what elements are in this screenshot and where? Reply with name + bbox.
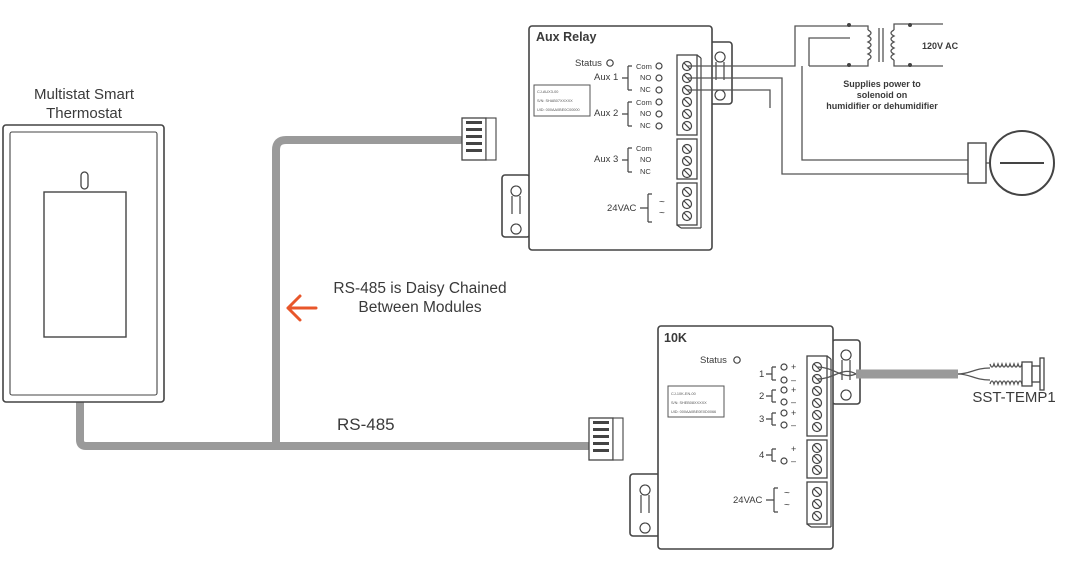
tenk-input-4-minus: – xyxy=(791,456,796,466)
transformer-icon xyxy=(809,23,943,67)
tenk-input-3-label: 3 xyxy=(759,414,764,425)
aux-relay-rs485-connector xyxy=(461,117,497,161)
aux3-no-label: NO xyxy=(640,155,651,164)
thermostat-screen xyxy=(43,191,127,338)
annotation-line2: Between Modules xyxy=(358,299,481,316)
tenk-input-3-minus: – xyxy=(791,420,796,430)
tenk-input-4-label: 4 xyxy=(759,450,764,461)
aux3-com-label: Com xyxy=(636,144,652,153)
tenk-input-4-plus: + xyxy=(791,444,796,454)
aux-relay-24vac-label: 24VAC xyxy=(607,203,637,214)
aux1-nc-label: NC xyxy=(640,85,651,94)
aux-relay-tilde-1: ~ xyxy=(659,197,665,208)
tenk-mount-tab-bottom xyxy=(629,473,661,537)
power-note-line2: solenoid on xyxy=(857,90,908,100)
aux-relay-label-sticker xyxy=(533,84,591,117)
aux2-nc-label: NC xyxy=(640,121,651,130)
annotation-arrow-icon xyxy=(286,294,318,322)
sensor-wiring: SST-TEMP1 xyxy=(816,357,1056,406)
sensor-label: SST-TEMP1 xyxy=(972,389,1055,406)
aux-relay-sticker-line1: CJ-AUX3-00 xyxy=(537,90,558,94)
aux-relay-title: Aux Relay xyxy=(536,30,596,44)
tenk-tilde-1: ~ xyxy=(784,488,790,499)
aux-relay-tilde-2: ~ xyxy=(659,208,665,219)
tenk-status-led xyxy=(733,356,741,364)
thermostat-indicator xyxy=(80,171,89,190)
relay-output-wiring: 120V AC Supplies power to solenoid on hu… xyxy=(687,23,1055,196)
tenk-tilde-2: ~ xyxy=(784,500,790,511)
aux-relay-status-led xyxy=(606,59,614,67)
aux1-label: Aux 1 xyxy=(594,72,618,83)
aux3-label: Aux 3 xyxy=(594,154,618,165)
aux2-com-label: Com xyxy=(636,98,652,107)
tenk-sticker-line1: CJ-10K-EN-00 xyxy=(671,392,696,396)
tenk-status-label: Status xyxy=(700,355,727,366)
aux2-no-label: NO xyxy=(640,109,651,118)
thermostat-title-line2: Thermostat xyxy=(46,105,123,122)
aux-relay-body xyxy=(528,25,713,251)
tenk-sticker-line2: S/N: SHEB08XXXXX xyxy=(671,401,707,405)
aux-relay-sticker-line3: UID: 000AA0BE0C00000 xyxy=(537,108,580,112)
tenk-input-1-label: 1 xyxy=(759,369,764,380)
aux-relay-sticker-line2: S/N: SHAB07XXXXX xyxy=(537,99,573,103)
aux-relay-mount-tab-bottom xyxy=(501,174,531,238)
power-note-line3: humidifier or dehumidifier xyxy=(826,101,938,111)
aux-relay-status-label: Status xyxy=(575,58,602,69)
aux1-no-label: NO xyxy=(640,73,651,82)
tenk-label-sticker xyxy=(667,385,725,418)
tenk-input-2-plus: + xyxy=(791,385,796,395)
aux1-com-label: Com xyxy=(636,62,652,71)
tenk-title: 10K xyxy=(664,331,687,345)
thermostat-title-line1: Multistat Smart xyxy=(34,86,135,103)
tenk-24vac-label: 24VAC xyxy=(733,495,763,506)
tenk-input-2-label: 2 xyxy=(759,391,764,402)
temperature-sensor-icon xyxy=(989,357,1045,391)
tenk-input-1-minus: – xyxy=(791,375,796,385)
power-note-line1: Supplies power to xyxy=(843,79,921,89)
tenk-input-3-plus: + xyxy=(791,408,796,418)
tenk-input-2-minus: – xyxy=(791,397,796,407)
aux2-label: Aux 2 xyxy=(594,108,618,119)
rs485-cable xyxy=(76,136,592,450)
rs485-label: RS-485 xyxy=(337,415,395,434)
tenk-input-1-plus: + xyxy=(791,362,796,372)
tenk-terminal-block-3 xyxy=(806,481,828,525)
thermostat-group: Multistat Smart Thermostat xyxy=(2,86,165,403)
tenk-module: 10K CJ-10K-EN-00 S/N: SHEB08XXXXX UID: 0… xyxy=(629,325,861,550)
solenoid-valve-icon xyxy=(967,130,1055,196)
aux3-nc-label: NC xyxy=(640,167,651,176)
daisy-chain-annotation: RS-485 is Daisy Chained Between Modules xyxy=(286,280,507,322)
tenk-body xyxy=(657,325,834,550)
aux-relay-module: Aux Relay CJ-AUX3-00 S/N: SHAB07XXXXX UI… xyxy=(501,25,733,251)
voltage-label: 120V AC xyxy=(922,41,959,51)
tenk-sticker-line3: UID: 000AA0BE0E0D0066 xyxy=(671,410,716,414)
tenk-screws xyxy=(811,361,823,522)
annotation-line1: RS-485 is Daisy Chained xyxy=(333,280,506,297)
tenk-rs485-connector xyxy=(588,417,624,461)
